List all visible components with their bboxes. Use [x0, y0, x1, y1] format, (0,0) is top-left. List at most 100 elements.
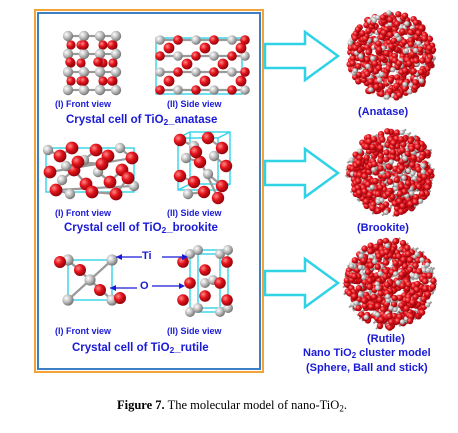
oxygen-atom [407, 29, 415, 36]
rutile-cluster [342, 237, 438, 331]
oxygen-atom [240, 35, 250, 45]
oxygen-atom [382, 273, 389, 280]
oxygen-atom [405, 281, 412, 288]
unit-cell-edge [177, 183, 191, 191]
anatase-cluster-label: (Anatase) [358, 106, 409, 118]
oxygen-atom [173, 169, 187, 183]
oxygen-atom [399, 28, 406, 35]
oxygen-atom [371, 293, 378, 301]
oxygen-atom [393, 20, 401, 28]
titanium-atom [42, 144, 54, 156]
oxygen-atom [114, 292, 126, 304]
oxygen-atom [215, 141, 229, 155]
rutile-side-view-label: (II) Side view [167, 326, 222, 336]
titanium-atom [409, 190, 415, 196]
titanium-atom [390, 67, 396, 73]
oxygen-atom [376, 322, 384, 330]
oxygen-atom [79, 40, 89, 50]
oxygen-atom [209, 35, 219, 45]
unit-cell-edge [217, 131, 231, 139]
oxygen-atom [355, 177, 362, 185]
oxygen-atom [416, 176, 423, 183]
oxygen-atom [197, 185, 211, 199]
titanium-atom [420, 163, 426, 169]
oxygen-atom [155, 51, 165, 61]
titanium-atom [421, 267, 427, 273]
oxygen-atom [426, 272, 433, 279]
oxygen-atom [367, 262, 375, 269]
oxygen-atom [385, 163, 392, 170]
oxygen-atom [351, 257, 358, 264]
titanium-atom [62, 30, 74, 42]
oxygen-atom [354, 26, 362, 33]
titanium-atom [357, 291, 364, 297]
oxygen-atom [109, 187, 123, 201]
titanium-atom [370, 55, 376, 62]
oxygen-atom [418, 25, 425, 32]
titanium-atom [418, 78, 425, 84]
titanium-atom [419, 257, 425, 263]
oxygen-atom [401, 262, 409, 270]
oxygen-atom [95, 157, 109, 171]
titanium-atom [357, 148, 363, 154]
titanium-atom [410, 170, 416, 176]
oxygen-atom [388, 43, 395, 50]
oxygen-atom [412, 198, 419, 206]
rutile-title: Crystal cell of TiO2_rutile [72, 342, 209, 356]
titanium-atom [78, 48, 90, 60]
oxygen-atom [365, 269, 372, 276]
titanium-atom [110, 84, 122, 96]
titanium-atom [349, 263, 355, 269]
o-pointer-left-head [110, 285, 116, 291]
oxygen-atom [379, 136, 386, 143]
oxygen-atom [387, 31, 394, 39]
oxygen-atom [361, 188, 368, 195]
titanium-atom [361, 274, 367, 281]
titanium-atom [424, 262, 431, 268]
oxygen-atom [355, 285, 363, 292]
titanium-atom [155, 67, 165, 77]
oxygen-atom [394, 317, 402, 325]
titanium-atom [375, 285, 381, 291]
oxygen-atom [398, 164, 405, 172]
oxygen-atom [349, 55, 357, 62]
oxygen-atom [406, 317, 414, 325]
oxygen-atom [414, 280, 421, 288]
oxygen-atom [360, 257, 367, 264]
oxygen-atom [374, 207, 382, 214]
oxygen-atom [383, 149, 390, 156]
oxygen-atom [368, 303, 375, 310]
oxygen-atom [214, 277, 226, 289]
oxygen-atom [383, 248, 390, 256]
oxygen-atom [419, 190, 426, 197]
titanium-atom [114, 142, 126, 154]
oxygen-atom [377, 152, 385, 159]
oxygen-atom [406, 266, 414, 273]
oxygen-atom [199, 42, 211, 54]
titanium-atom [418, 198, 424, 204]
oxygen-atom [393, 129, 401, 136]
anatase-front-view-model [62, 30, 122, 96]
oxygen-atom [184, 277, 196, 289]
oxygen-atom [365, 49, 372, 56]
titanium-atom [401, 175, 407, 181]
titanium-atom [365, 63, 371, 69]
oxygen-atom [398, 136, 405, 143]
oxygen-atom [404, 244, 411, 252]
titanium-atom [405, 168, 411, 174]
oxygen-atom [121, 171, 135, 185]
oxygen-atom [385, 171, 392, 179]
titanium-atom [185, 249, 195, 259]
titanium-atom [94, 48, 106, 60]
oxygen-atom [177, 294, 189, 306]
titanium-atom [353, 300, 359, 306]
oxygen-atom [65, 141, 79, 155]
oxygen-atom [405, 250, 412, 258]
oxygen-atom [406, 256, 414, 264]
titanium-atom [413, 47, 419, 54]
oxygen-atom [363, 154, 370, 161]
titanium-atom [379, 71, 385, 77]
titanium-atom [182, 188, 194, 200]
oxygen-atom [379, 55, 386, 62]
